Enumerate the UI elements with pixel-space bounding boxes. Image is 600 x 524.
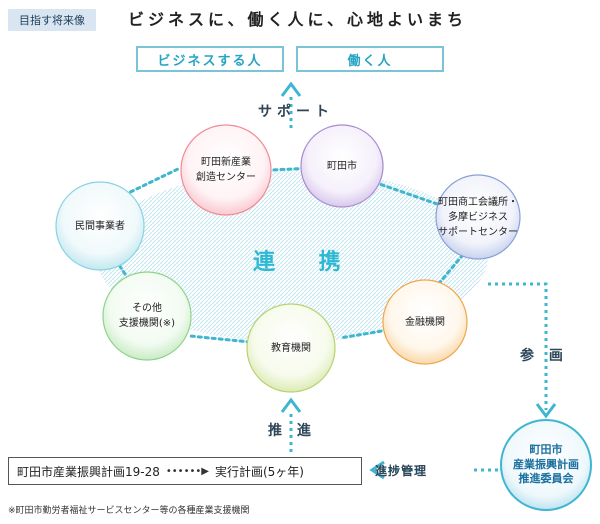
sankaku-label: 参 画: [520, 348, 568, 364]
support-label: サポート: [258, 104, 334, 120]
committee-text: 町田市 産業振興計画 推進委員会: [513, 442, 579, 486]
progress-label: 進捗管理: [375, 464, 428, 478]
circle-new-industry: [180, 124, 272, 216]
circle-finance: [382, 279, 468, 365]
target-box-workers: 働く人: [296, 46, 444, 72]
footnote: ※町田市勤労者福祉サービスセンター等の各種産業支援機関: [8, 506, 250, 516]
plan-arrow-icon: ••••••▶: [165, 465, 209, 477]
plan-box: 町田市産業振興計画19-28 ••••••▶ 実行計画(5ヶ年): [8, 457, 362, 485]
circle-education: [246, 303, 336, 393]
support-arrow-head: [280, 81, 302, 97]
renkei-label: 連 携: [253, 250, 359, 275]
target-box-business: ビジネスする人: [136, 46, 284, 72]
circle-other-support: [102, 271, 192, 361]
circle-committee: [500, 419, 592, 511]
progress-arrow-head: [369, 460, 385, 480]
goal-label: 目指す将来像: [8, 9, 96, 31]
plan-main-text: 町田市産業振興計画19-28: [17, 464, 160, 479]
sankaku-arrow: [488, 282, 548, 410]
circle-private-business: [55, 181, 145, 271]
sankaku-arrow-head: [535, 403, 557, 419]
plan-sub-text: 実行計画(5ヶ年): [214, 464, 304, 479]
circle-chamber: [435, 174, 521, 260]
circle-city: [300, 124, 384, 208]
suishin-arrow-head: [280, 397, 302, 413]
suishin-label: 推 進: [268, 423, 316, 439]
goal-text: ビジネスに、働く人に、心地よいまち: [128, 10, 468, 29]
